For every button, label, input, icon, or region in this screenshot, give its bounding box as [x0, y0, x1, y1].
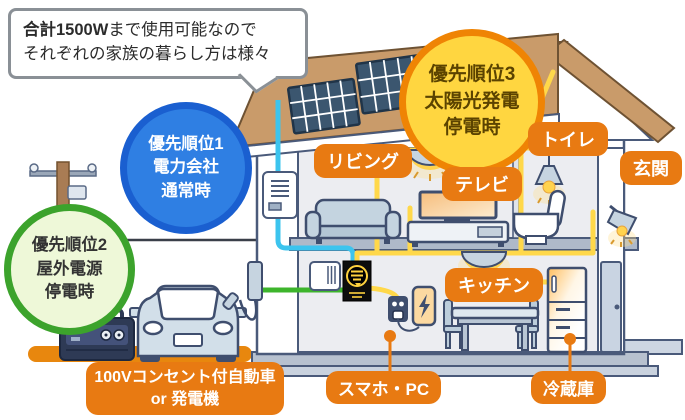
solar-wire: [275, 100, 356, 262]
label-car-generator-line1: 100Vコンセント付自動車: [94, 369, 276, 386]
door-knob: [614, 304, 620, 310]
priority-1-rank: 優先順位1: [148, 134, 224, 153]
speech-bubble-highlight: 合計1500W: [23, 21, 109, 39]
speech-bubble-line2: それぞれの家族の暮らし方は様々: [23, 44, 271, 63]
charging-cord: [397, 318, 420, 332]
tv-stand: [406, 220, 510, 247]
priority-2-source: 屋外電源: [36, 259, 103, 278]
refrigerator: [546, 266, 588, 354]
leader-lines: [384, 330, 576, 372]
priority-3-badge: 優先順位3 太陽光発電 停電時: [399, 29, 545, 175]
entrance-door: [600, 261, 622, 353]
label-kitchen: キッチン: [445, 268, 543, 302]
priority-2-rank: 優先順位2: [31, 236, 108, 255]
priority-3-rank: 優先順位3: [428, 63, 516, 85]
label-tv: テレビ: [442, 167, 522, 201]
sofa: [304, 198, 402, 244]
power-switching-device: [342, 260, 372, 302]
entrance-lamp: [606, 204, 638, 247]
priority-1-condition: 通常時: [161, 181, 211, 200]
priority-3-condition: 停電時: [443, 117, 501, 139]
wall-outlet: [388, 296, 420, 332]
priority-2-condition: 停電時: [44, 283, 95, 302]
label-living: リビング: [314, 144, 412, 178]
label-car-generator: 100Vコンセント付自動車 or 発電機: [86, 362, 284, 416]
exterior-charge-box: [247, 261, 263, 301]
priority-3-source: 太陽光発電: [424, 90, 520, 112]
label-entrance: 玄関: [620, 151, 682, 185]
speech-bubble-line1: まで使用可能なので: [108, 21, 257, 39]
charge-cable: [238, 299, 258, 321]
lightning-bolt-icon: [419, 294, 430, 318]
label-smartphone-pc: スマホ・PC: [326, 371, 442, 404]
generator: [59, 308, 135, 361]
label-toilet: トイレ: [528, 122, 608, 156]
priority-2-badge: 優先順位2 屋外電源 停電時: [4, 204, 135, 335]
label-car-generator-line2: or 発電機: [150, 390, 220, 408]
dining-table: [450, 306, 540, 351]
power-conditioner: [262, 171, 298, 219]
speech-bubble: 合計1500Wまで使用可能なので それぞれの家族の暮らし方は様々: [8, 8, 308, 79]
distribution-board: [309, 261, 341, 291]
charge-nozzle: [222, 292, 239, 310]
priority-1-source: 電力会社: [153, 158, 219, 177]
priority-1-badge: 優先順位1 電力会社 通常時: [120, 102, 252, 234]
label-refrigerator: 冷蔵庫: [531, 371, 606, 404]
smartphone: [411, 285, 437, 327]
toilet: [512, 189, 566, 245]
